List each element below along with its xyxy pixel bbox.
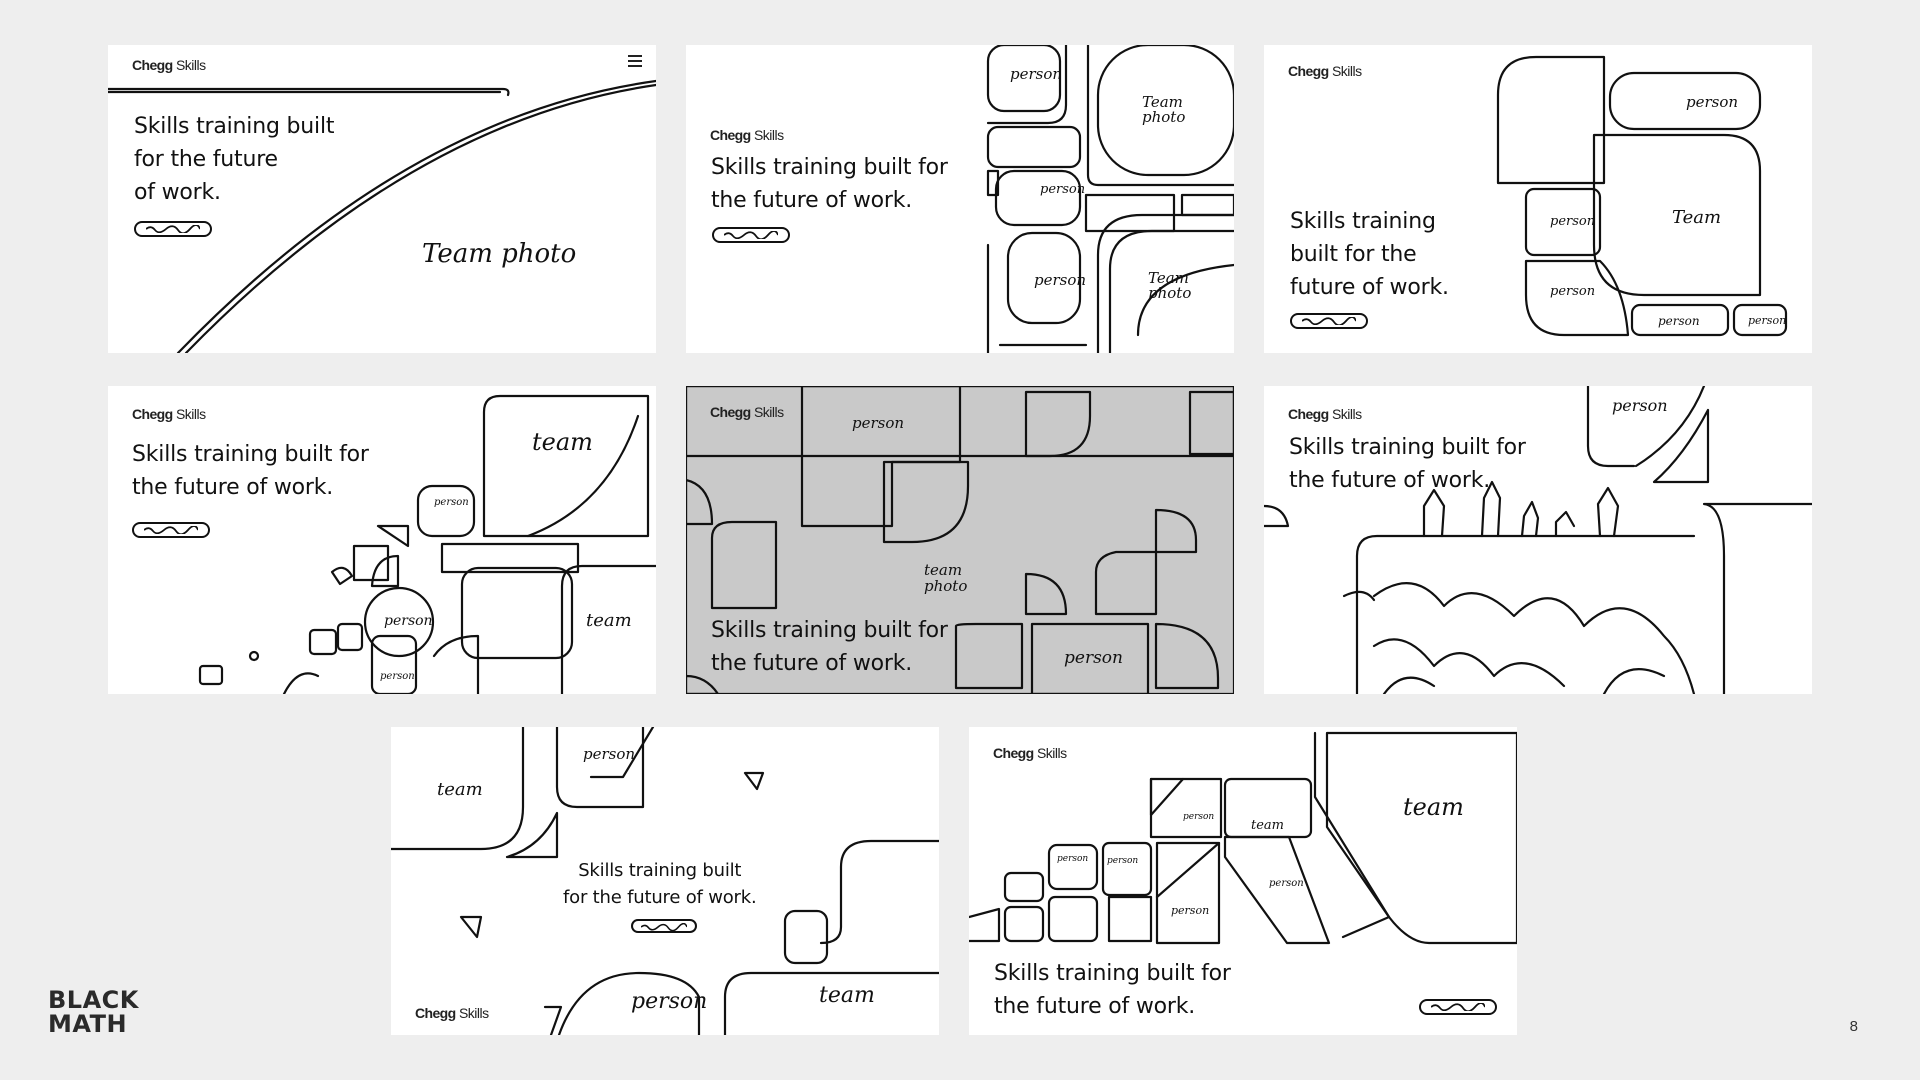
concept-card-7[interactable]: team person Skills training built for th…	[391, 727, 939, 1035]
team-photo-with-shapes	[686, 386, 1234, 694]
placeholder-label: team	[586, 610, 632, 631]
headline: Skills training built for the future of …	[1290, 209, 1449, 300]
placeholder-label: person	[434, 497, 469, 508]
concept-card-1[interactable]: Chegg Skills Skills training built for t…	[108, 45, 656, 353]
black-math-logo: BLACK MATH	[48, 986, 139, 1038]
menu-icon[interactable]	[628, 55, 642, 69]
placeholder-label: Team photo	[1142, 93, 1186, 126]
concept-card-5[interactable]: Chegg Skills person team photo person Sk…	[686, 386, 1234, 694]
headline: Skills training built for the future of …	[134, 114, 335, 205]
placeholder-label: person	[631, 989, 708, 1014]
placeholder-label: person	[1686, 93, 1739, 111]
headline: Skills training built for the future of …	[563, 860, 757, 908]
placeholder-label: team photo	[924, 561, 968, 595]
sketch-mosaic-illustration	[969, 731, 1517, 945]
placeholder-label: person	[1612, 396, 1668, 415]
placeholder-label: team	[437, 779, 483, 800]
chegg-skills-logo[interactable]: Chegg Skills	[993, 745, 1067, 761]
concept-card-3[interactable]: Chegg Skills person person Team person p…	[1264, 45, 1812, 353]
placeholder-label: person	[1658, 314, 1700, 328]
sketch-corner-tiles-illustration	[391, 727, 939, 1035]
sketch-crowd-illustration	[1264, 386, 1812, 694]
cta-button[interactable]	[1290, 313, 1368, 329]
cta-button[interactable]	[134, 221, 212, 237]
placeholder-label: person	[1550, 214, 1596, 229]
chegg-skills-logo[interactable]: Chegg Skills	[710, 127, 784, 143]
headline: Skills training built for the future of …	[1289, 435, 1526, 493]
placeholder-label: team	[1239, 807, 1242, 808]
placeholder-label: Team photo	[1148, 269, 1192, 302]
concept-card-8[interactable]: Chegg Skills team person team person per…	[969, 727, 1517, 1035]
placeholder-label: person	[1107, 856, 1139, 866]
cta-button[interactable]	[631, 919, 697, 933]
placeholder-label: person	[1010, 65, 1063, 83]
headline: Skills training built for the future of …	[994, 961, 1231, 1019]
headline: Skills training built for the future of …	[132, 442, 369, 500]
page-number: 8	[1849, 1018, 1858, 1035]
placeholder-label: person	[380, 671, 415, 682]
placeholder-label: person	[1057, 854, 1089, 864]
placeholder-label: person	[1748, 314, 1787, 327]
placeholder-label: person	[1171, 904, 1210, 917]
cta-button[interactable]	[132, 522, 210, 538]
placeholder-label: person	[1269, 878, 1304, 889]
placeholder-label: team	[1403, 793, 1464, 821]
placeholder-label: person	[583, 745, 636, 763]
placeholder-label: team	[532, 428, 593, 456]
placeholder-label: person	[1064, 648, 1123, 668]
sketch-tile-grid-illustration	[1496, 55, 1788, 337]
chegg-skills-logo[interactable]: Chegg Skills	[132, 406, 206, 422]
placeholder-label: person	[1034, 271, 1087, 289]
cta-button[interactable]	[1419, 999, 1497, 1015]
sketch-tile-grid-illustration	[986, 45, 1234, 353]
placeholder-label: team	[819, 983, 875, 1008]
placeholder-label: person	[852, 414, 905, 432]
placeholder-label: person	[384, 613, 433, 629]
headline: Skills training built for the future of …	[711, 618, 948, 676]
placeholder-label: Team photo	[422, 239, 577, 269]
concept-card-4[interactable]: Chegg Skills Skills training built for t…	[108, 386, 656, 694]
placeholder-label: Team	[1672, 207, 1722, 228]
concept-card-2[interactable]: person Team photo person person Team pho…	[686, 45, 1234, 353]
placeholder-label: team	[1251, 818, 1284, 833]
placeholder-label: person	[1040, 182, 1086, 197]
sketch-arc-illustration	[108, 79, 656, 353]
chegg-skills-logo[interactable]: Chegg Skills	[710, 404, 784, 420]
placeholder-label: person	[1550, 284, 1596, 299]
concept-card-6[interactable]: person Chegg Skills Skills training buil…	[1264, 386, 1812, 694]
headline: Skills training built for the future of …	[711, 155, 948, 213]
cta-button[interactable]	[712, 227, 790, 243]
sketch-scattered-tiles-illustration	[198, 394, 656, 694]
chegg-skills-logo[interactable]: Chegg Skills	[1288, 406, 1362, 422]
chegg-skills-logo[interactable]: Chegg Skills	[132, 57, 206, 73]
chegg-skills-logo[interactable]: Chegg Skills	[415, 1005, 489, 1021]
placeholder-label: person	[1183, 812, 1215, 822]
chegg-skills-logo[interactable]: Chegg Skills	[1288, 63, 1362, 79]
